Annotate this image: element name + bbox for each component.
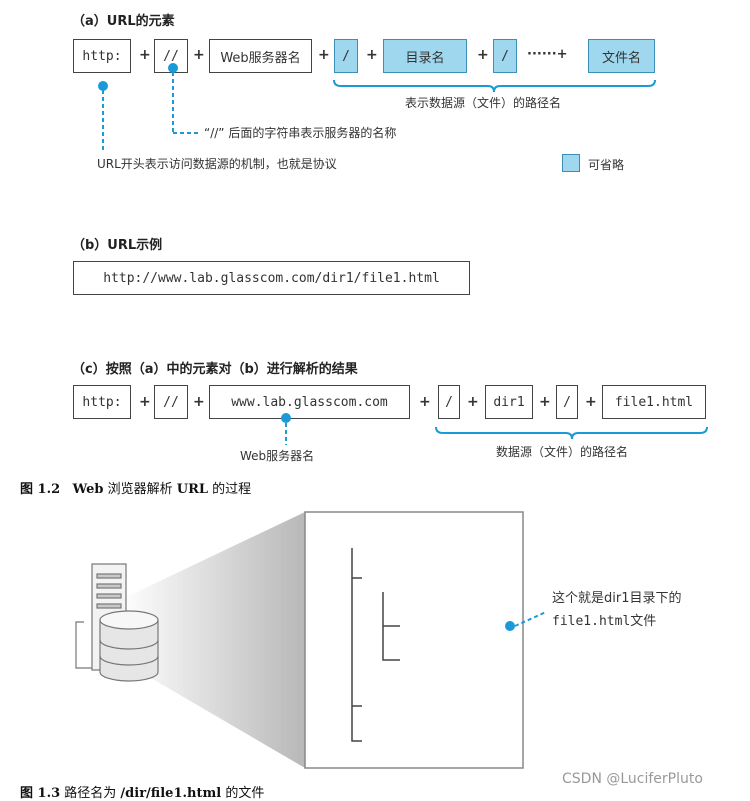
plus-sign: + <box>139 47 151 63</box>
section-b-title: （b）URL示例 <box>72 238 163 253</box>
server-icon <box>75 563 159 682</box>
protocol-note: URL开头表示访问数据源的机制，也就是协议 <box>97 157 337 171</box>
legend-swatch <box>562 154 580 172</box>
path-brace-c <box>435 426 708 440</box>
caption-text: 的文件 <box>221 786 265 801</box>
file-name-box: 文件名 <box>588 39 655 73</box>
plus-sign: + <box>193 47 205 63</box>
parsed-protocol-box: http: <box>73 385 131 419</box>
directory-name-box: 目录名 <box>383 39 467 73</box>
parsed-path-label: 数据源（文件）的路径名 <box>496 445 629 459</box>
plus-sign: + <box>467 394 479 410</box>
tree-file2-box: file2.html <box>400 646 510 674</box>
plus-sign: + <box>318 47 330 63</box>
tree-dir1-box: dir1/ <box>362 564 426 592</box>
server-name-label: Web服务器名 <box>240 449 315 463</box>
ellipsis-plus: ······+ <box>527 47 568 62</box>
slash-box-optional: / <box>334 39 358 73</box>
protocol-dot <box>98 81 108 91</box>
parsed-file-box: file1.html <box>602 385 706 419</box>
plus-sign: + <box>477 47 489 63</box>
figure-number: 图 1.2 <box>20 482 61 497</box>
caption-text: 浏览器解析 <box>103 482 177 497</box>
slash-box-optional: / <box>493 39 517 73</box>
plus-sign: + <box>419 394 431 410</box>
path-name-label: 表示数据源（文件）的路径名 <box>405 96 562 110</box>
parsed-server-box: www.lab.glasscom.com <box>209 385 410 419</box>
caption-bold: /dir/file1.html <box>120 786 222 801</box>
section-c-title: （c）按照（a）中的元素对（b）进行解析的结果 <box>72 362 358 377</box>
caption-bold: Web <box>72 482 104 497</box>
tree-dir3-box: dir3/ <box>362 727 426 755</box>
path-brace-a <box>333 79 656 93</box>
figure-1-3-caption: 图 1.3 路径名为 /dir/file1.html 的文件 <box>20 782 264 801</box>
file-note-line2: file1.html文件 <box>552 614 657 629</box>
protocol-box: http: <box>73 39 131 73</box>
server-name-box: Web服务器名 <box>209 39 312 73</box>
plus-sign: + <box>193 394 205 410</box>
caption-text: 路径名为 <box>60 786 121 801</box>
tree-file1-box: file1.html <box>400 612 510 640</box>
tree-dir2-box: dir2/ <box>362 692 426 720</box>
parsed-slash-box: / <box>438 385 460 419</box>
figure-number: 图 1.3 <box>20 786 61 801</box>
watermark: CSDN @LuciferPluto <box>562 771 703 787</box>
parsed-dir-box: dir1 <box>485 385 533 419</box>
legend-label: 可省略 <box>588 158 625 172</box>
double-slash-box: // <box>154 39 188 73</box>
tree-root-box: / <box>320 518 382 548</box>
plus-sign: + <box>539 394 551 410</box>
double-slash-note: “//” 后面的字符串表示服务器的名称 <box>204 126 397 140</box>
caption-text: 的过程 <box>208 482 252 497</box>
plus-sign: + <box>139 394 151 410</box>
parsed-double-slash-box: // <box>154 385 188 419</box>
parsed-slash-box: / <box>556 385 578 419</box>
caption-bold: URL <box>176 482 209 497</box>
figure-1-2-caption: 图 1.2 Web 浏览器解析 URL 的过程 <box>20 478 251 497</box>
plus-sign: + <box>366 47 378 63</box>
url-example-box: http://www.lab.glasscom.com/dir1/file1.h… <box>73 261 470 295</box>
file-note-line1: 这个就是dir1目录下的 <box>552 591 682 606</box>
zoom-beam <box>120 512 305 768</box>
plus-sign: + <box>585 394 597 410</box>
section-a-title: （a）URL的元素 <box>72 14 175 29</box>
file1-dotted-line <box>514 611 547 627</box>
